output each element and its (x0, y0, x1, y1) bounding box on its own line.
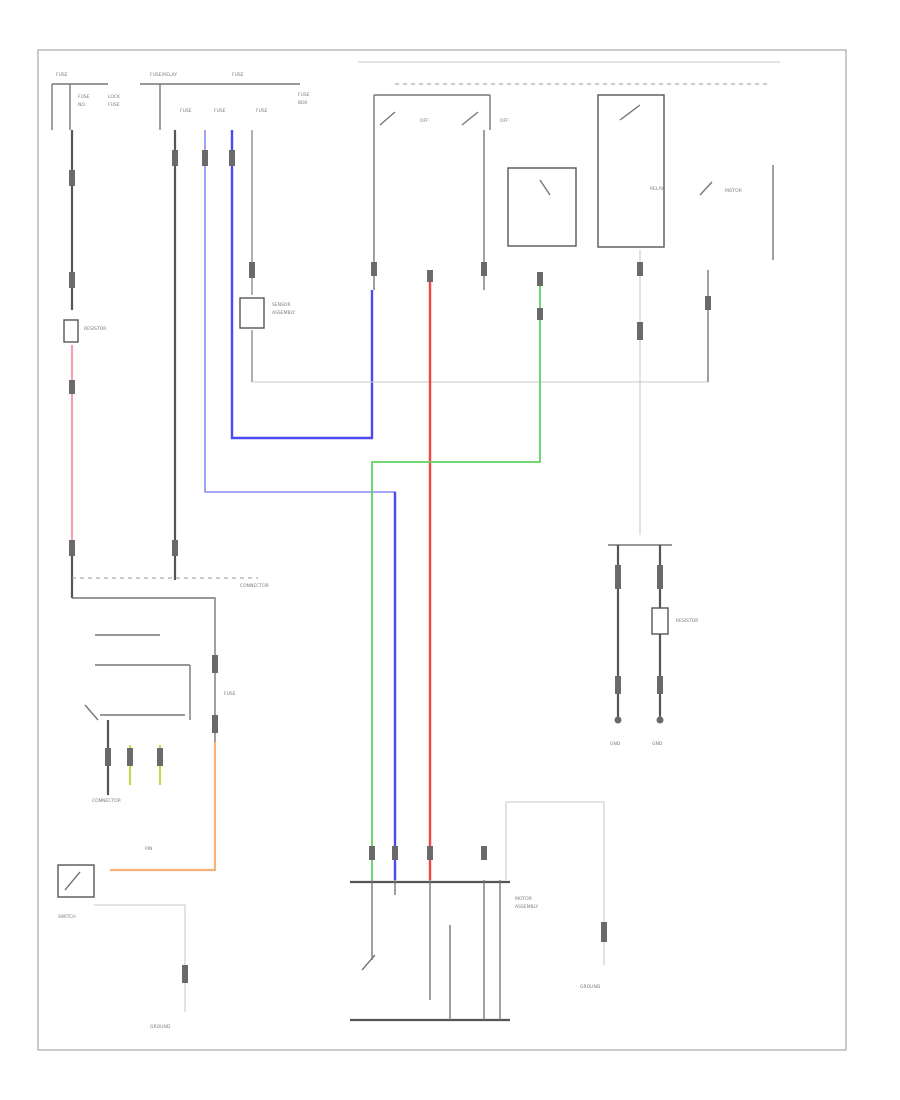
grey-sensor-circuit: SENSOR ASSEMBLY (239, 130, 708, 383)
svg-text:FUSE: FUSE (256, 108, 268, 114)
fuse-block-left: FUSE FUSE NO. LOCK FUSE (51, 72, 121, 130)
svg-text:GROUND: GROUND (580, 984, 601, 990)
svg-text:OFF: OFF (420, 118, 429, 124)
svg-text:GND: GND (652, 741, 663, 747)
svg-text:ASSEMBLY: ASSEMBLY (515, 904, 539, 910)
svg-text:OFF: OFF (500, 118, 509, 124)
svg-text:ASSEMBLY: ASSEMBLY (272, 310, 296, 316)
svg-text:GND: GND (610, 741, 621, 747)
svg-text:LOCK: LOCK (108, 94, 121, 100)
red-circuit (427, 270, 433, 880)
svg-text:SWITCH: SWITCH (58, 914, 76, 920)
svg-text:RELAY: RELAY (650, 186, 664, 192)
svg-text:SENSOR: SENSOR (272, 302, 291, 308)
svg-text:FUSE: FUSE (298, 92, 310, 98)
green-circuit (369, 272, 543, 880)
fuse-block-mid: FUSE/RELAY FUSE FUSE FUSE FUSE FUSE BOX (140, 72, 310, 130)
svg-text:FUSE: FUSE (56, 72, 68, 78)
right-ground-circuit: RESISTOR GND GND (608, 250, 711, 747)
svg-text:FUSE: FUSE (214, 108, 226, 114)
relay-box: RELAY MOTOR (507, 94, 774, 260)
left-dark-circuit (172, 130, 178, 580)
svg-text:RESISTOR: RESISTOR (676, 618, 698, 624)
svg-text:FUSE: FUSE (108, 102, 120, 108)
svg-text:FUSE: FUSE (78, 94, 90, 100)
svg-text:FUSE/RELAY: FUSE/RELAY (150, 72, 177, 78)
svg-text:CONNECTOR: CONNECTOR (92, 798, 121, 804)
svg-text:RESISTOR: RESISTOR (84, 326, 106, 332)
blue-circuit (202, 130, 398, 880)
svg-text:FUSE: FUSE (232, 72, 244, 78)
diagram-frame (37, 49, 847, 1051)
bottom-motor-assembly: MOTOR ASSEMBLY GROUND (350, 801, 607, 1022)
svg-text:FUSE: FUSE (180, 108, 192, 114)
svg-text:GROUND: GROUND (150, 1024, 171, 1030)
svg-text:NO.: NO. (78, 102, 86, 108)
left-pink-circuit: RESISTOR (63, 130, 106, 598)
svg-text:BOX: BOX (298, 100, 307, 106)
svg-text:MOTOR: MOTOR (725, 188, 742, 194)
svg-text:FUSE: FUSE (224, 691, 236, 697)
lower-left-control: CONNECTOR FUSE CONNECTOR PIN SWITCH GROU… (57, 577, 269, 1030)
combination-switch: OFF OFF (371, 94, 509, 290)
svg-text:PIN: PIN (145, 846, 152, 852)
svg-text:MOTOR: MOTOR (515, 896, 532, 902)
svg-text:CONNECTOR: CONNECTOR (240, 583, 269, 589)
